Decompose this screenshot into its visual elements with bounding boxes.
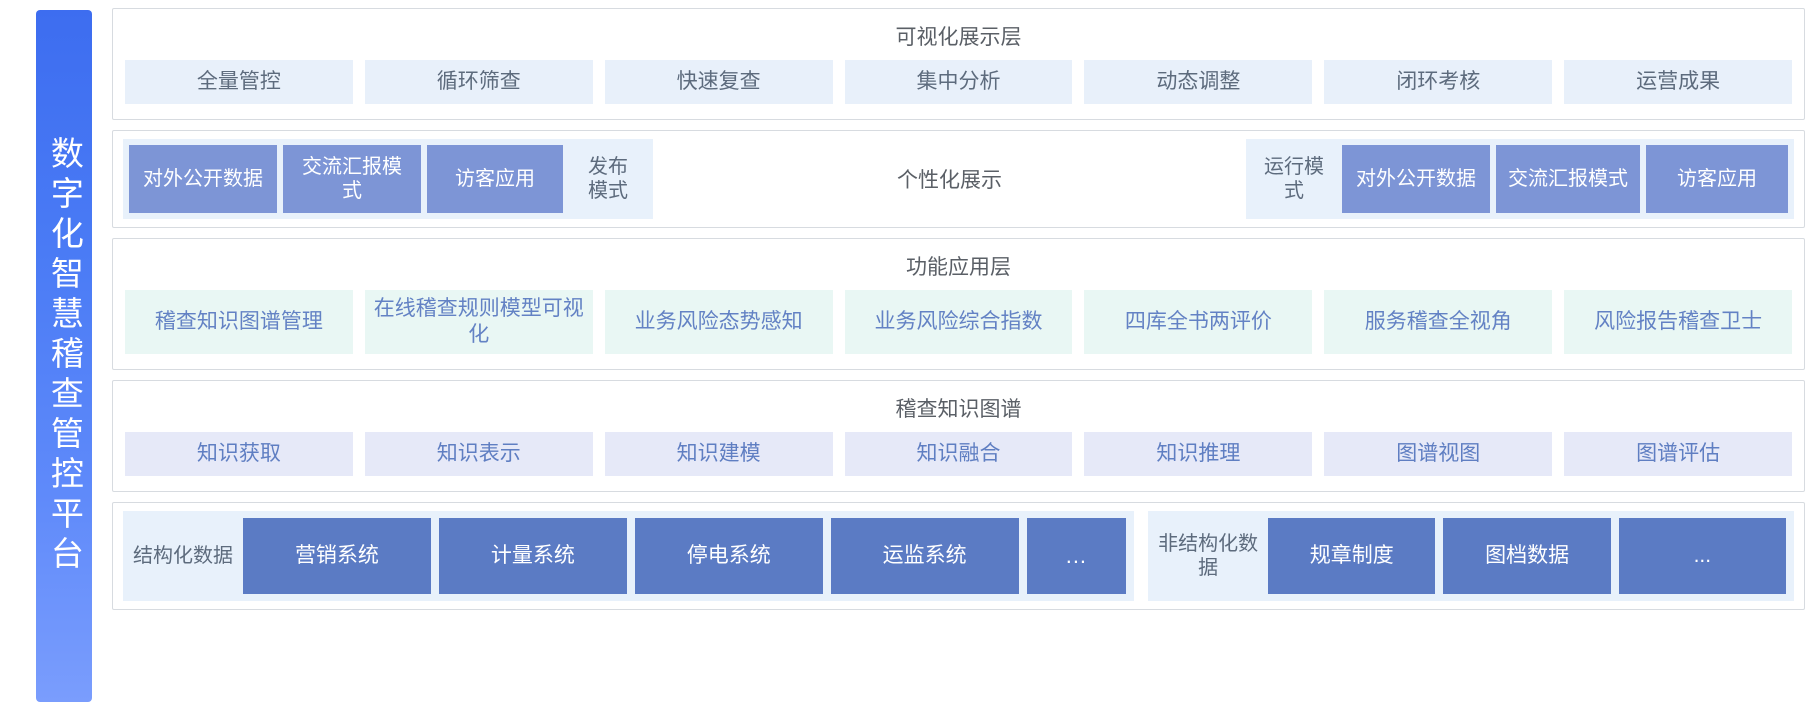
unstructured-data-label: 非结构化数据: [1158, 532, 1259, 579]
pers-box-public-data-left[interactable]: 对外公开数据: [129, 145, 277, 213]
pers-box-report-mode-right[interactable]: 交流汇报模式: [1496, 145, 1640, 213]
chip-functional-2[interactable]: 业务风险态势感知: [604, 289, 833, 354]
data-box-metering-system[interactable]: 计量系统: [438, 518, 627, 594]
data-box-operation-monitoring-system[interactable]: 运监系统: [830, 518, 1019, 594]
pers-box-visitor-app-left[interactable]: 访客应用: [427, 145, 563, 213]
chip-functional-4[interactable]: 四库全书两评价: [1084, 289, 1313, 354]
structured-data-label: 结构化数据: [133, 544, 233, 567]
chip-visualization-2[interactable]: 快速复查: [604, 59, 833, 104]
data-box-outage-system[interactable]: 停电系统: [634, 518, 823, 594]
pers-box-publish-mode[interactable]: 发布模式: [588, 156, 628, 202]
chip-row-functional: 稽查知识图谱管理 在线稽查规则模型可视化 业务风险态势感知 业务风险综合指数 四…: [113, 289, 1804, 366]
layer-data-sources: 结构化数据 营销系统 计量系统 停电系统 运监系统 ... 非结构化数据 规章制…: [112, 502, 1805, 610]
chip-kg-2[interactable]: 知识建模: [604, 431, 833, 476]
chip-kg-5[interactable]: 图谱视图: [1324, 431, 1553, 476]
pers-box-run-mode[interactable]: 运行模式: [1264, 156, 1324, 202]
layer-visualization-presentation: 可视化展示层 全量管控 循环筛查 快速复查 集中分析 动态调整 闭环考核 运营成…: [112, 8, 1805, 120]
chip-functional-0[interactable]: 稽查知识图谱管理: [125, 289, 353, 354]
data-box-unstructured-more[interactable]: ...: [1618, 518, 1786, 594]
chip-kg-6[interactable]: 图谱评估: [1564, 431, 1793, 476]
chip-kg-4[interactable]: 知识推理: [1084, 431, 1313, 476]
chip-functional-5[interactable]: 服务稽查全视角: [1324, 289, 1553, 354]
unstructured-data-group: 非结构化数据 规章制度 图档数据 ...: [1148, 511, 1794, 601]
layer-title-knowledge-graph: 稽查知识图谱: [895, 397, 1022, 421]
layer-audit-knowledge-graph: 稽查知识图谱 知识获取 知识表示 知识建模 知识融合 知识推理 图谱视图 图谱评…: [112, 380, 1805, 492]
chip-visualization-3[interactable]: 集中分析: [844, 59, 1073, 104]
chip-kg-1[interactable]: 知识表示: [364, 431, 593, 476]
personalized-display-label: 个性化展示: [653, 139, 1246, 219]
chip-functional-3[interactable]: 业务风险综合指数: [844, 289, 1073, 354]
chip-kg-0[interactable]: 知识获取: [125, 431, 353, 476]
pers-box-public-data-right[interactable]: 对外公开数据: [1342, 145, 1490, 213]
layer-functional-application: 功能应用层 稽查知识图谱管理 在线稽查规则模型可视化 业务风险态势感知 业务风险…: [112, 238, 1805, 370]
chip-row-visualization: 全量管控 循环筛查 快速复查 集中分析 动态调整 闭环考核 运营成果: [113, 59, 1804, 116]
chip-kg-3[interactable]: 知识融合: [844, 431, 1073, 476]
layer-personalized-display: 对外公开数据 交流汇报模式 访客应用 发布模式 个性化展示 运行模式 对外公开数…: [112, 130, 1805, 228]
chip-visualization-5[interactable]: 闭环考核: [1324, 59, 1553, 104]
layer-stack: 可视化展示层 全量管控 循环筛查 快速复查 集中分析 动态调整 闭环考核 运营成…: [112, 8, 1805, 702]
pers-box-report-mode-left[interactable]: 交流汇报模式: [283, 145, 421, 213]
layer-title-visualization: 可视化展示层: [895, 25, 1022, 49]
chip-row-knowledge-graph: 知识获取 知识表示 知识建模 知识融合 知识推理 图谱视图 图谱评估: [113, 431, 1804, 488]
chip-visualization-4[interactable]: 动态调整: [1084, 59, 1313, 104]
chip-visualization-6[interactable]: 运营成果: [1564, 59, 1793, 104]
chip-functional-1[interactable]: 在线稽查规则模型可视化: [364, 289, 593, 354]
data-box-drawing-archive-data[interactable]: 图档数据: [1443, 518, 1611, 594]
pers-box-visitor-app-right[interactable]: 访客应用: [1646, 145, 1788, 213]
platform-title-banner: 数字化智慧稽查管控平台: [36, 10, 92, 702]
chip-visualization-0[interactable]: 全量管控: [125, 59, 353, 104]
chip-functional-6[interactable]: 风险报告稽查卫士: [1564, 289, 1793, 354]
data-box-structured-more[interactable]: ...: [1026, 518, 1127, 594]
chip-visualization-1[interactable]: 循环筛查: [364, 59, 593, 104]
data-box-regulations[interactable]: 规章制度: [1268, 518, 1436, 594]
personalized-right-group: 运行模式 对外公开数据 交流汇报模式 访客应用: [1246, 139, 1794, 219]
data-box-marketing-system[interactable]: 营销系统: [243, 518, 431, 594]
structured-data-group: 结构化数据 营销系统 计量系统 停电系统 运监系统 ...: [123, 511, 1135, 601]
platform-title-text: 数字化智慧稽查管控平台: [46, 136, 84, 576]
personalized-left-group: 对外公开数据 交流汇报模式 访客应用 发布模式: [123, 139, 653, 219]
layer-title-functional: 功能应用层: [906, 255, 1011, 279]
